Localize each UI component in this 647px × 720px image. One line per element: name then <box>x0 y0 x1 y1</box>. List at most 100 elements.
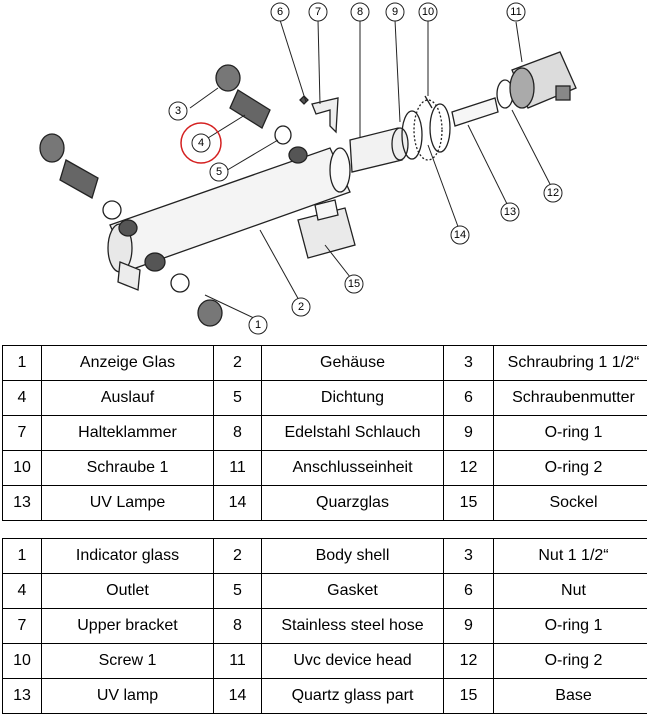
callout-12: 12 <box>543 183 563 203</box>
uv-lamp-drawing <box>451 97 499 127</box>
part-label: Screw 1 <box>41 643 214 679</box>
part-number: 13 <box>2 678 42 714</box>
callout-10: 10 <box>418 2 438 22</box>
svg-text:2: 2 <box>298 301 304 313</box>
part-label: Nut 1 1/2“ <box>493 538 647 574</box>
part-number: 8 <box>213 415 262 451</box>
part-label: O-ring 2 <box>493 450 647 486</box>
part-label: O-ring 1 <box>493 608 647 644</box>
part-number: 15 <box>443 678 494 714</box>
part-label: Body shell <box>261 538 444 574</box>
part-number: 1 <box>2 538 42 574</box>
callout-5: 5 <box>209 162 229 182</box>
callout-6: 6 <box>270 2 290 22</box>
part-label: Auslauf <box>41 380 214 416</box>
part-number: 1 <box>2 345 42 381</box>
part-number: 13 <box>2 485 42 521</box>
bracket-drawing <box>311 97 339 134</box>
part-number: 4 <box>2 380 42 416</box>
part-label: Uvc device head <box>261 643 444 679</box>
svg-text:7: 7 <box>315 6 321 18</box>
part-number: 8 <box>213 608 262 644</box>
part-label: Outlet <box>41 573 214 609</box>
svg-text:5: 5 <box>216 166 222 178</box>
part-label: UV Lampe <box>41 485 214 521</box>
part-number: 12 <box>443 643 494 679</box>
part-label: Gasket <box>261 573 444 609</box>
svg-text:1: 1 <box>255 319 261 331</box>
left-fittings-drawing <box>39 64 292 327</box>
part-number: 4 <box>2 573 42 609</box>
base-drawing <box>297 199 356 259</box>
callout-4: 4 <box>191 133 211 153</box>
part-number: 5 <box>213 380 262 416</box>
part-number: 14 <box>213 678 262 714</box>
part-number: 10 <box>2 643 42 679</box>
part-number: 14 <box>213 485 262 521</box>
steel-hose-drawing <box>349 127 409 173</box>
part-label: Dichtung <box>261 380 444 416</box>
device-head-drawing <box>509 51 577 109</box>
svg-text:15: 15 <box>348 278 360 290</box>
body-shell-drawing <box>107 146 351 291</box>
part-number: 3 <box>443 538 494 574</box>
callout-14: 14 <box>450 225 470 245</box>
svg-text:11: 11 <box>510 6 521 18</box>
part-label: Sockel <box>493 485 647 521</box>
part-number: 5 <box>213 573 262 609</box>
svg-text:12: 12 <box>547 187 559 199</box>
callout-3: 3 <box>168 101 188 121</box>
callout-11: 11 <box>506 2 526 22</box>
part-label: Stainless steel hose <box>261 608 444 644</box>
part-number: 2 <box>213 345 262 381</box>
callout-2: 2 <box>291 297 311 317</box>
oring-quartz-drawing <box>401 99 451 161</box>
part-number: 9 <box>443 608 494 644</box>
part-label: Quartz glass part <box>261 678 444 714</box>
part-number: 6 <box>443 380 494 416</box>
part-number: 7 <box>2 608 42 644</box>
callout-7: 7 <box>308 2 328 22</box>
svg-text:14: 14 <box>454 229 466 241</box>
svg-text:10: 10 <box>422 6 434 18</box>
part-label: Halteklammer <box>41 415 214 451</box>
svg-text:9: 9 <box>392 6 398 18</box>
callout-4-highlight <box>180 122 222 164</box>
svg-text:6: 6 <box>277 6 283 18</box>
part-label: Gehäuse <box>261 345 444 381</box>
part-label: Indicator glass <box>41 538 214 574</box>
callout-15: 15 <box>344 274 364 294</box>
callout-8: 8 <box>350 2 370 22</box>
part-number: 7 <box>2 415 42 451</box>
part-number: 11 <box>213 450 262 486</box>
svg-text:13: 13 <box>504 206 516 218</box>
part-label: Nut <box>493 573 647 609</box>
part-label: Schraubring 1 1/2“ <box>493 345 647 381</box>
callout-1: 1 <box>248 315 268 335</box>
part-label: Schraubenmutter <box>493 380 647 416</box>
callout-13: 13 <box>500 202 520 222</box>
part-number: 15 <box>443 485 494 521</box>
callouts: 1 2 3 4 5 6 7 8 9 10 11 12 13 14 15 <box>168 2 563 335</box>
part-label: UV lamp <box>41 678 214 714</box>
part-number: 12 <box>443 450 494 486</box>
callout-9: 9 <box>385 2 405 22</box>
part-label: Schraube 1 <box>41 450 214 486</box>
part-number: 9 <box>443 415 494 451</box>
svg-text:8: 8 <box>357 6 363 18</box>
exploded-parts-diagram: 1 2 3 4 5 6 7 8 9 10 11 12 13 14 15 <box>39 2 577 335</box>
part-number: 11 <box>213 643 262 679</box>
part-number: 3 <box>443 345 494 381</box>
screw-drawing <box>424 95 433 109</box>
svg-text:3: 3 <box>175 105 181 117</box>
